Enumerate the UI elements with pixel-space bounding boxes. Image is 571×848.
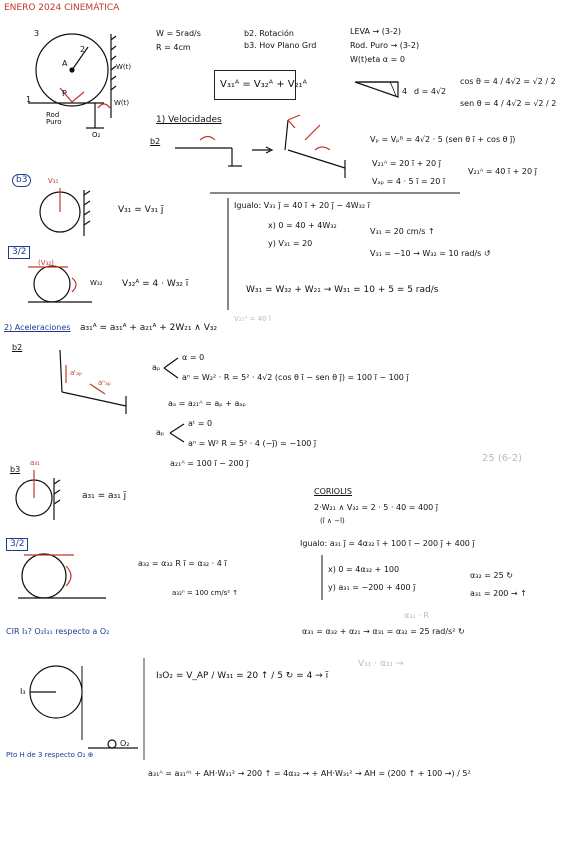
wtheta-label: W(t)eta α = 0 bbox=[350, 55, 405, 64]
vap-formula: Vₐₚ = 4 · 5 ĩ = 20 ĩ bbox=[372, 177, 446, 186]
r32-circle-diagram bbox=[28, 265, 92, 303]
radius-value: R = 4cm bbox=[156, 43, 191, 52]
velocity-equation: V₃₁ᴬ = V₃₂ᴬ + V₂₁ᴬ bbox=[220, 79, 307, 90]
at-zero: aᵗ = 0 bbox=[188, 419, 213, 428]
coriolis-formula: 2·W₂₁ ∧ V₃₂ = 2 · 5 · 40 = 400 j̃ bbox=[314, 503, 439, 512]
omega-sum: W₃₁ = W₃₂ + W₂₁ → W₃₁ = 10 + 5 = 5 rad/s bbox=[246, 285, 439, 295]
accel-y: y) a₃₁ = −200 + 400 j̃ bbox=[328, 583, 416, 592]
b3-tag: b3 bbox=[12, 174, 32, 187]
b3-velocity-eq: V₃₁ = V₃₁ j̃ bbox=[118, 205, 164, 215]
cir-o2-label: O₂ bbox=[120, 739, 130, 748]
accel-ap-label: aᵗₐₚ bbox=[70, 369, 83, 377]
fig1-label-A: A bbox=[62, 59, 68, 68]
b2-tag: b2 bbox=[150, 137, 161, 146]
b3-plane-label: b3. Hov Plano Grd bbox=[244, 41, 317, 50]
cir-equation: I₃O₂ = V_AP / W₃₁ = 20 ↑ / 5 ↻ = 4 → ĩ bbox=[156, 671, 329, 681]
a31-small: a₃₁ bbox=[30, 459, 40, 467]
section2-title: 2) Aceleraciones bbox=[4, 323, 71, 332]
b3-circle-diagram bbox=[39, 188, 91, 236]
accel-b2-tag: b2 bbox=[12, 343, 23, 352]
fig1-circle-diagram bbox=[28, 33, 117, 129]
ap-label: aₚ bbox=[152, 363, 161, 372]
page-title: ENERO 2024 CINEMÁTICA bbox=[4, 3, 120, 13]
iguala-x: x) 0 = 40 + 4W₃₂ bbox=[268, 221, 337, 230]
fig1-label-P: P bbox=[62, 89, 67, 98]
velocity-eq-box bbox=[214, 70, 296, 100]
faint-note-2: α₃₁ · R bbox=[404, 611, 429, 620]
b2-rotation-label: b2. Rotación bbox=[244, 29, 294, 38]
accel-b3-tag: b3 bbox=[10, 465, 21, 474]
triangle-side: 4 bbox=[402, 87, 408, 96]
leva-label: LEVA → (3-2) bbox=[350, 27, 402, 36]
accel-equation: a₃₁ᴬ = a₃₁ᴬ + a₂₁ᴬ + 2W₂₁ ∧ V₃₂ bbox=[80, 323, 218, 333]
iguala-res1: V₃₁ = 20 cm/s ↑ bbox=[370, 227, 435, 236]
accel-r32-tag: 3/2 bbox=[6, 538, 29, 551]
rod-label: Rod. Puro → (3-2) bbox=[350, 41, 420, 50]
sin-formula: sen θ = 4 / 4√2 = √2 / 2 bbox=[460, 99, 557, 108]
r32-velocity-eq: V₃₂ᴬ = 4 · W₃₂ ĩ bbox=[122, 279, 189, 289]
a31-result: a₃₁ = 200 → ↑ bbox=[470, 589, 527, 598]
a21-result: a₂₁ᴬ = 100 ĩ − 200 j̃ bbox=[170, 459, 249, 468]
an-formula: aⁿ = W₂² · R = 5² · 4√2 (cos θ ĩ − sen θ… bbox=[182, 373, 409, 382]
omega-value: W = 5rad/s bbox=[156, 29, 201, 38]
alpha31-formula: α₃₁ = α₃₂ + α₂₁ → α₃₁ = α₃₂ = 25 rad/s² … bbox=[302, 627, 465, 636]
coriolis-sub: (ĩ ∧ −ĩ) bbox=[320, 517, 345, 525]
fig1-label-3: 3 bbox=[34, 29, 40, 38]
coriolis-title: CORIOLIS bbox=[314, 487, 352, 496]
accel-an-label: aⁿₐₚ bbox=[98, 379, 111, 387]
section1-title: 1) Velocidades bbox=[156, 115, 222, 125]
b3-accel-circle bbox=[15, 470, 61, 520]
v31-small: V₃₁ bbox=[48, 177, 59, 185]
r32-tag: 3/2 bbox=[8, 246, 31, 259]
faint-note-3: V₃₁ · α₃₁ → bbox=[358, 659, 404, 669]
vpa-faint: V₂₁ᴬ = 40 ĩ bbox=[234, 315, 271, 323]
faint-note-1: 25 (6-2) bbox=[482, 453, 523, 464]
r32-accel-circle bbox=[18, 553, 106, 599]
fig1-ctx-label: W(t) bbox=[116, 63, 132, 71]
iguala-y: y) V₃₁ = 20 bbox=[268, 239, 313, 248]
pto-label: Pto H de 3 respecto O₂ ⊕ bbox=[6, 751, 94, 759]
cos-formula: cos θ = 4 / 4√2 = √2 / 2 bbox=[460, 77, 556, 86]
a32-formula: a₃₂ = α₃₂ R ĩ = α₃₂ · 4 ĩ bbox=[138, 559, 227, 568]
fig1-rod-label: Rod Puro bbox=[46, 111, 62, 126]
triangle-diagram bbox=[354, 81, 399, 98]
b3-accel-eq: a₃₁ = a₃₁ j̃ bbox=[82, 491, 127, 501]
v21-formula: V₂₁ᴬ = 20 ĩ + 20 j̃ bbox=[372, 159, 441, 168]
v21-result: V₂₁ᴬ = 40 ĩ + 20 j̃ bbox=[468, 167, 537, 176]
cir-circle-diagram bbox=[29, 658, 145, 760]
final-equation: a₃₁ᴬ = a₃₁ᴬᵗ + AH·W₃₁² → 200 ↑ = 4α₃₂ → … bbox=[148, 769, 471, 778]
iguala-res2: V₃₁ = −10 → W₃₂ = 10 rad/s ↺ bbox=[370, 249, 491, 258]
cir-title: CIR I₃? O₂I₃₁ respecto a O₂ bbox=[6, 627, 110, 636]
triangle-d: d = 4√2 bbox=[414, 87, 447, 96]
fig1-o2-label: O₂ bbox=[92, 131, 101, 139]
b2-accel-sketch bbox=[59, 349, 185, 443]
accel-igualo: Igualo: a₃₁ j̃ = 4α₃₂ ĩ + 100 ĩ − 200 j̃… bbox=[300, 539, 475, 548]
fig1-label-1: 1 bbox=[26, 95, 32, 104]
alpha32-result: α₃₂ = 25 ↻ bbox=[470, 571, 513, 580]
w32-small: W₃₂ bbox=[90, 279, 103, 287]
alpha-zero: α = 0 bbox=[182, 353, 205, 362]
v32-small: (V₃₂) bbox=[38, 259, 54, 267]
b2-velocity-sketch bbox=[175, 114, 346, 178]
an2-formula: aⁿ = W² R = 5² · 4 (−j̃) = −100 j̃ bbox=[188, 439, 317, 448]
fig1-label-2: 2 bbox=[80, 45, 86, 54]
ap-label-2: aₚ bbox=[156, 428, 165, 437]
a32n-value: a₃₂ⁿ = 100 cm/s² ↑ bbox=[172, 589, 239, 597]
cir-i3-label: I₃ bbox=[20, 687, 26, 696]
fig1-w-label: W(t) bbox=[114, 99, 130, 107]
accel-x: x) 0 = 4α₃₂ + 100 bbox=[328, 565, 400, 574]
iguala-line1: Igualo: V₃₁ j̃ = 40 ĩ + 20 j̃ − 4W₃₂ ĩ bbox=[234, 201, 370, 210]
vp-formula: Vₚ = Vₚᴮ = 4√2 · 5 (sen θ ĩ + cos θ j̃) bbox=[370, 135, 516, 144]
aA-formula: aₐ = a₂₁ᴬ = aₚ + aₐₚ bbox=[168, 399, 246, 408]
